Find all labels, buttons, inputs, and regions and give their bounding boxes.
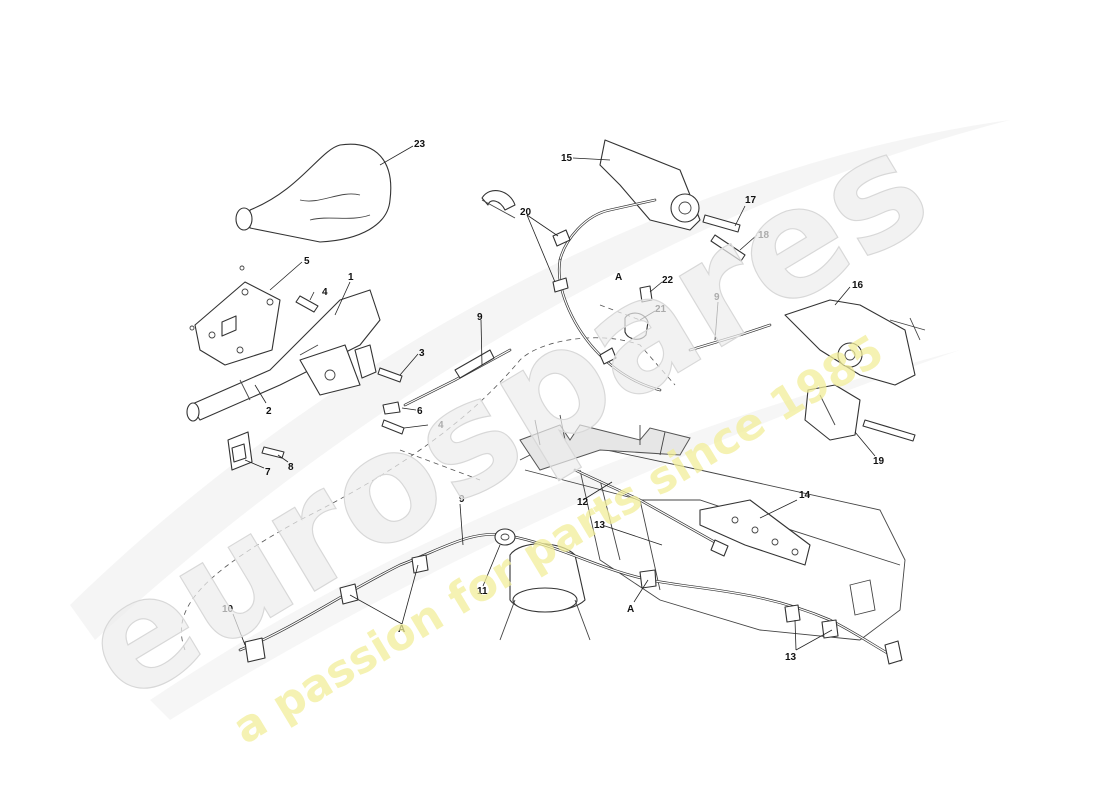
lever-gaiter	[235, 143, 392, 243]
vehicle-floor-structure	[499, 414, 906, 641]
callout-10: 10	[222, 604, 234, 615]
callout-5: 5	[304, 256, 310, 267]
callout-3: 3	[419, 348, 425, 359]
callout-4-lower: 4	[438, 420, 444, 431]
fasteners-lever	[295, 295, 405, 435]
callout-15: 15	[561, 153, 573, 164]
rail-14	[699, 499, 811, 566]
callout-18: 18	[758, 230, 770, 241]
leader-lines	[232, 145, 876, 651]
cable-adjuster	[403, 348, 512, 407]
cable-20	[481, 189, 662, 392]
handbrake-lever	[186, 289, 381, 422]
cable-routing-outline	[181, 337, 676, 651]
callout-19: 19	[873, 456, 885, 467]
callout-labels: 23 5 1 4 2 3 6 4 7 8 9 9 9 10 11 12 13 1…	[222, 139, 885, 663]
callout-16: 16	[852, 280, 864, 291]
caliper-bracket-15	[558, 139, 746, 262]
callout-14: 14	[799, 490, 811, 501]
callout-A-top: A	[615, 272, 622, 283]
callout-4-upper: 4	[322, 287, 328, 298]
grommet-and-bolt	[599, 285, 653, 340]
callout-A-left: A	[398, 624, 405, 635]
callout-9-main: 9	[459, 494, 465, 505]
watermark-swoosh	[70, 120, 1010, 720]
callout-9-adjuster: 9	[477, 312, 483, 323]
callout-17: 17	[745, 195, 757, 206]
main-brake-cable	[238, 528, 903, 665]
callout-23: 23	[414, 139, 426, 150]
callout-22: 22	[662, 275, 674, 286]
rod-12	[573, 468, 729, 557]
callout-9-rear: 9	[714, 292, 720, 303]
callout-8: 8	[288, 462, 294, 473]
callout-13-lower: 13	[785, 652, 797, 663]
callout-13-upper: 13	[594, 520, 606, 531]
callout-A-middle: A	[627, 604, 634, 615]
callout-1: 1	[348, 272, 354, 283]
callout-7: 7	[265, 467, 271, 478]
callout-12: 12	[577, 497, 589, 508]
mounting-plate	[189, 265, 281, 366]
callout-11: 11	[477, 586, 488, 597]
rear-caliper-16	[688, 299, 926, 386]
callout-2: 2	[266, 406, 272, 417]
callout-6: 6	[417, 406, 423, 417]
callout-20: 20	[520, 207, 532, 218]
brake-pad-19	[804, 384, 916, 442]
callout-21: 21	[655, 304, 667, 315]
